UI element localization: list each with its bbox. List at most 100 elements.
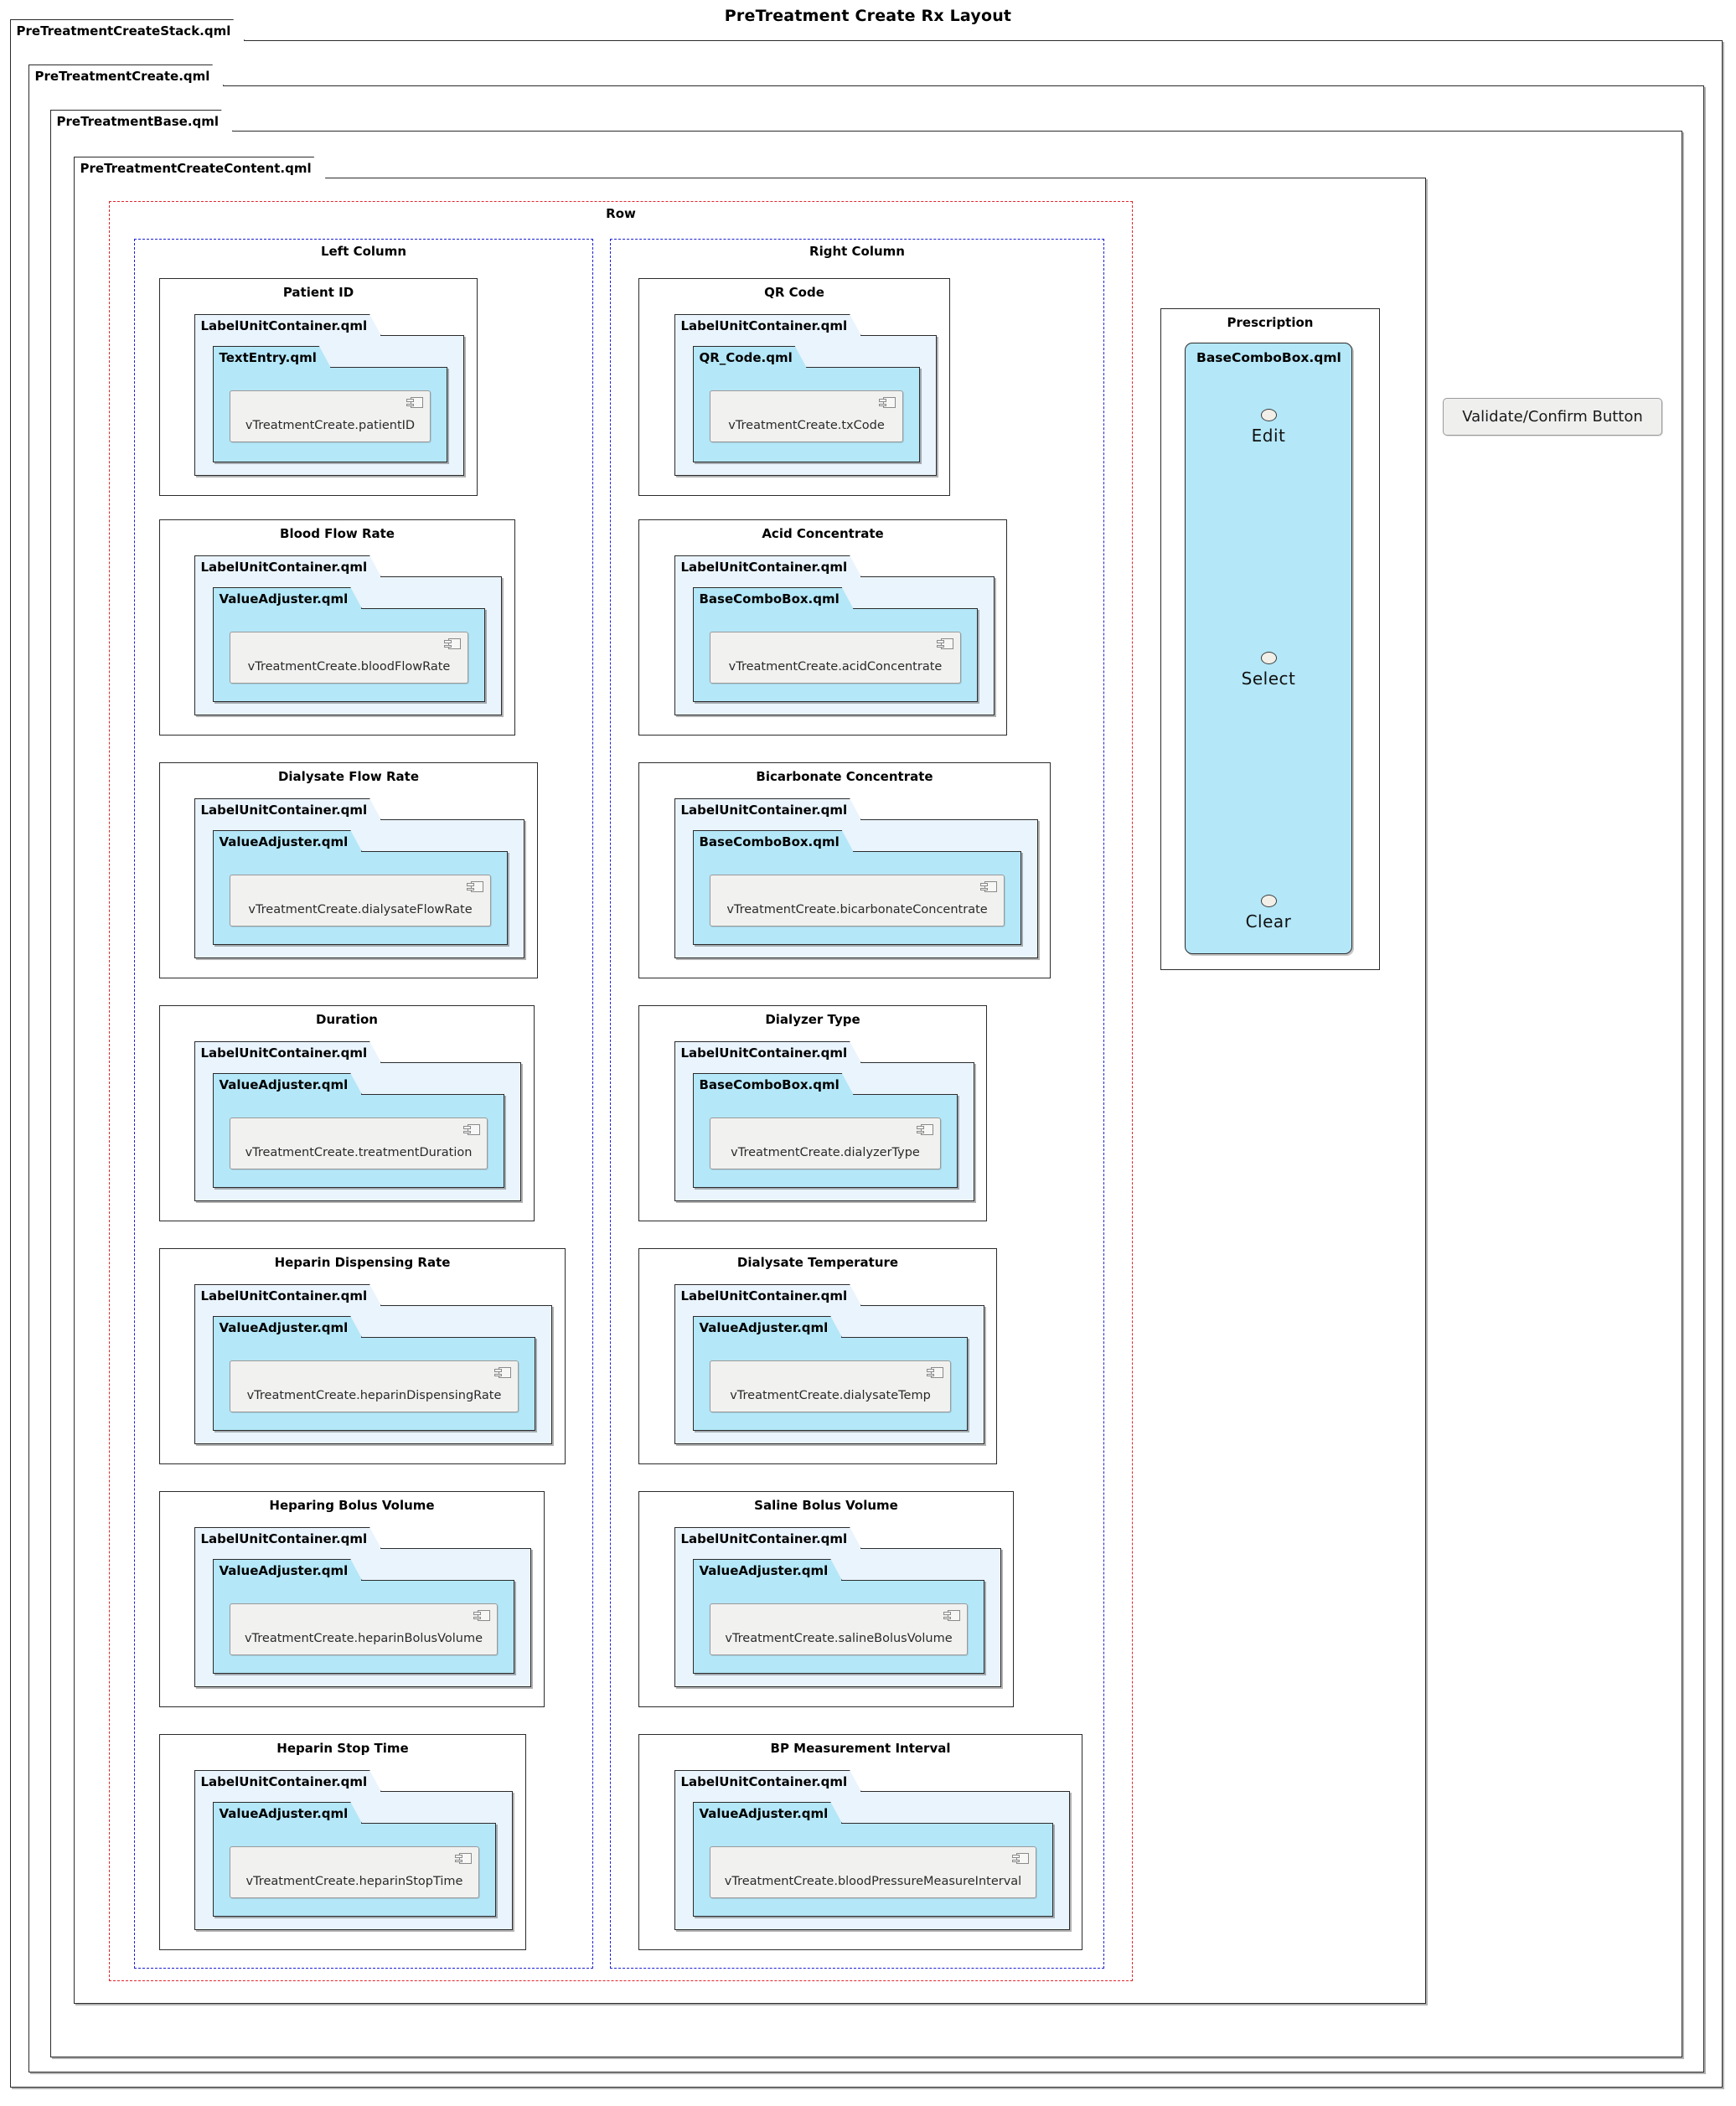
package-tab-labelunitcontainer-acid-concentrate: LabelUnitContainer.qml — [674, 555, 862, 577]
prescription-option-edit-label: Edit — [1251, 426, 1286, 446]
frame-title-qr-code: QR Code — [764, 285, 824, 300]
uml-component-icon — [980, 881, 997, 892]
package-tab-labelunitcontainer-patient-id: LabelUnitContainer.qml — [194, 314, 382, 336]
package-tab-valueadjuster-qml-heparing-bolus-volume: ValueAdjuster.qml — [213, 1559, 363, 1581]
package-tab-valueadjuster-qml-dialysate-temperature: ValueAdjuster.qml — [693, 1316, 843, 1338]
package-tab-labelunitcontainer-blood-flow-rate: LabelUnitContainer.qml — [194, 555, 382, 577]
frame-title-bicarbonate-concentrate: Bicarbonate Concentrate — [756, 769, 933, 784]
component-label-acid-concentrate: vTreatmentCreate.acidConcentrate — [728, 660, 943, 674]
uml-component-icon — [406, 397, 423, 408]
group-right-column-label: Right Column — [809, 244, 905, 259]
frame-title-heparin-dispensing-rate: Heparin Dispensing Rate — [274, 1255, 451, 1270]
frame-title-saline-bolus-volume: Saline Bolus Volume — [754, 1498, 898, 1513]
package-tab-valueadjuster-qml-heparin-stop-time: ValueAdjuster.qml — [213, 1802, 363, 1824]
component-label-bicarbonate-concentrate: vTreatmentCreate.bicarbonateConcentrate — [726, 903, 988, 916]
prescription-combobox-title: BaseComboBox.qml — [1196, 350, 1341, 365]
frame-title-dialyzer-type: Dialyzer Type — [765, 1012, 860, 1027]
prescription-combobox-panel[interactable]: BaseComboBox.qml Edit Select Clear — [1185, 343, 1352, 954]
package-tab-valueadjuster-qml-saline-bolus-volume: ValueAdjuster.qml — [693, 1559, 843, 1581]
prescription-option-edit[interactable]: Edit — [1186, 409, 1351, 446]
package-tab-valueadjuster-qml-dialysate-flow-rate: ValueAdjuster.qml — [213, 830, 363, 852]
component-label-heparin-dispensing-rate: vTreatmentCreate.heparinDispensingRate — [246, 1389, 502, 1402]
uml-component-icon — [943, 1610, 960, 1621]
uml-component-icon — [937, 638, 953, 649]
package-tab-valueadjuster-qml-blood-flow-rate: ValueAdjuster.qml — [213, 587, 363, 609]
component-label-heparing-bolus-volume: vTreatmentCreate.heparinBolusVolume — [244, 1632, 483, 1645]
radio-circle-icon — [1260, 895, 1277, 907]
validate-confirm-button[interactable]: Validate/Confirm Button — [1443, 398, 1662, 436]
package-tab-labelunitcontainer-duration: LabelUnitContainer.qml — [194, 1041, 382, 1063]
component-heparing-bolus-volume[interactable]: vTreatmentCreate.heparinBolusVolume — [230, 1603, 498, 1655]
package-tab-valueadjuster-qml-bp-measurement-interval: ValueAdjuster.qml — [693, 1802, 843, 1824]
component-dialysate-temperature[interactable]: vTreatmentCreate.dialysateTemp — [710, 1360, 951, 1412]
uml-component-icon — [473, 1610, 490, 1621]
frame-title-duration: Duration — [316, 1012, 378, 1027]
uml-component-icon — [879, 397, 896, 408]
component-dialysate-flow-rate[interactable]: vTreatmentCreate.dialysateFlowRate — [230, 875, 491, 927]
component-label-patient-id: vTreatmentCreate.patientID — [245, 419, 416, 432]
uml-component-icon — [917, 1124, 933, 1135]
prescription-option-select-label: Select — [1241, 668, 1296, 689]
frame-title-acid-concentrate: Acid Concentrate — [762, 526, 884, 541]
frame-title-heparin-stop-time: Heparin Stop Time — [276, 1741, 409, 1756]
frame-title-prescription: Prescription — [1227, 315, 1314, 330]
package-tab-basecombobox-qml-dialyzer-type: BaseComboBox.qml — [693, 1073, 854, 1095]
frame-title-blood-flow-rate: Blood Flow Rate — [280, 526, 395, 541]
group-row: Row — [109, 201, 1133, 1981]
package-tab-labelunitcontainer-saline-bolus-volume: LabelUnitContainer.qml — [674, 1527, 862, 1549]
package-tab-valueadjuster-qml-heparin-dispensing-rate: ValueAdjuster.qml — [213, 1316, 363, 1338]
frame-title-bp-measurement-interval: BP Measurement Interval — [770, 1741, 951, 1756]
component-bicarbonate-concentrate[interactable]: vTreatmentCreate.bicarbonateConcentrate — [710, 875, 1005, 927]
package-tab-basecombobox-qml-bicarbonate-concentrate: BaseComboBox.qml — [693, 830, 854, 852]
package-tab-textentry-qml-patient-id: TextEntry.qml — [213, 346, 331, 368]
radio-circle-icon — [1260, 652, 1277, 664]
component-label-dialyzer-type: vTreatmentCreate.dialyzerType — [731, 1146, 920, 1159]
group-left-column-label: Left Column — [320, 244, 407, 259]
component-bp-measurement-interval[interactable]: vTreatmentCreate.bloodPressureMeasureInt… — [710, 1846, 1036, 1898]
component-duration[interactable]: vTreatmentCreate.treatmentDuration — [230, 1118, 488, 1169]
component-label-saline-bolus-volume: vTreatmentCreate.salineBolusVolume — [725, 1632, 953, 1645]
prescription-option-clear-label: Clear — [1245, 911, 1292, 932]
component-acid-concentrate[interactable]: vTreatmentCreate.acidConcentrate — [710, 632, 961, 684]
component-qr-code[interactable]: vTreatmentCreate.txCode — [710, 390, 903, 442]
package-tab-labelunitcontainer-qr-code: LabelUnitContainer.qml — [674, 314, 862, 336]
package-tab-labelunitcontainer-heparing-bolus-volume: LabelUnitContainer.qml — [194, 1527, 382, 1549]
component-label-heparin-stop-time: vTreatmentCreate.heparinStopTime — [245, 1875, 463, 1888]
uml-component-icon — [463, 1124, 480, 1135]
uml-component-icon — [927, 1367, 943, 1378]
frame-title-heparing-bolus-volume: Heparing Bolus Volume — [269, 1498, 435, 1513]
uml-component-icon — [494, 1367, 511, 1378]
package-tab-pretreatmentcreatestack: PreTreatmentCreateStack.qml — [10, 19, 245, 41]
component-label-qr-code: vTreatmentCreate.txCode — [728, 419, 885, 432]
uml-component-icon — [1012, 1853, 1029, 1864]
prescription-option-select[interactable]: Select — [1186, 652, 1351, 689]
component-label-dialysate-temperature: vTreatmentCreate.dialysateTemp — [730, 1389, 931, 1402]
component-label-dialysate-flow-rate: vTreatmentCreate.dialysateFlowRate — [248, 903, 473, 916]
package-tab-labelunitcontainer-dialysate-temperature: LabelUnitContainer.qml — [674, 1284, 862, 1306]
component-label-blood-flow-rate: vTreatmentCreate.bloodFlowRate — [247, 660, 451, 674]
uml-component-icon — [444, 638, 461, 649]
group-row-label: Row — [606, 206, 636, 221]
package-tab-qr-code-qml-qr-code: QR_Code.qml — [693, 346, 807, 368]
validate-confirm-button-label: Validate/Confirm Button — [1462, 408, 1643, 426]
uml-component-icon — [455, 1853, 472, 1864]
component-blood-flow-rate[interactable]: vTreatmentCreate.bloodFlowRate — [230, 632, 468, 684]
package-tab-labelunitcontainer-heparin-stop-time: LabelUnitContainer.qml — [194, 1770, 382, 1792]
package-tab-pretreatmentbase: PreTreatmentBase.qml — [50, 110, 234, 132]
component-heparin-dispensing-rate[interactable]: vTreatmentCreate.heparinDispensingRate — [230, 1360, 519, 1412]
frame-title-dialysate-flow-rate: Dialysate Flow Rate — [277, 769, 420, 784]
frame-title-patient-id: Patient ID — [282, 285, 354, 300]
component-saline-bolus-volume[interactable]: vTreatmentCreate.salineBolusVolume — [710, 1603, 968, 1655]
package-tab-labelunitcontainer-bp-measurement-interval: LabelUnitContainer.qml — [674, 1770, 862, 1792]
component-patient-id[interactable]: vTreatmentCreate.patientID — [230, 390, 431, 442]
component-heparin-stop-time[interactable]: vTreatmentCreate.heparinStopTime — [230, 1846, 479, 1898]
uml-component-icon — [467, 881, 483, 892]
package-tab-labelunitcontainer-dialysate-flow-rate: LabelUnitContainer.qml — [194, 798, 382, 820]
package-tab-pretreatmentcreate: PreTreatmentCreate.qml — [28, 65, 225, 86]
component-dialyzer-type[interactable]: vTreatmentCreate.dialyzerType — [710, 1118, 941, 1169]
package-tab-labelunitcontainer-heparin-dispensing-rate: LabelUnitContainer.qml — [194, 1284, 382, 1306]
group-right-column: Right Column — [610, 239, 1104, 1969]
frame-title-dialysate-temperature: Dialysate Temperature — [736, 1255, 899, 1270]
prescription-option-clear[interactable]: Clear — [1186, 895, 1351, 932]
